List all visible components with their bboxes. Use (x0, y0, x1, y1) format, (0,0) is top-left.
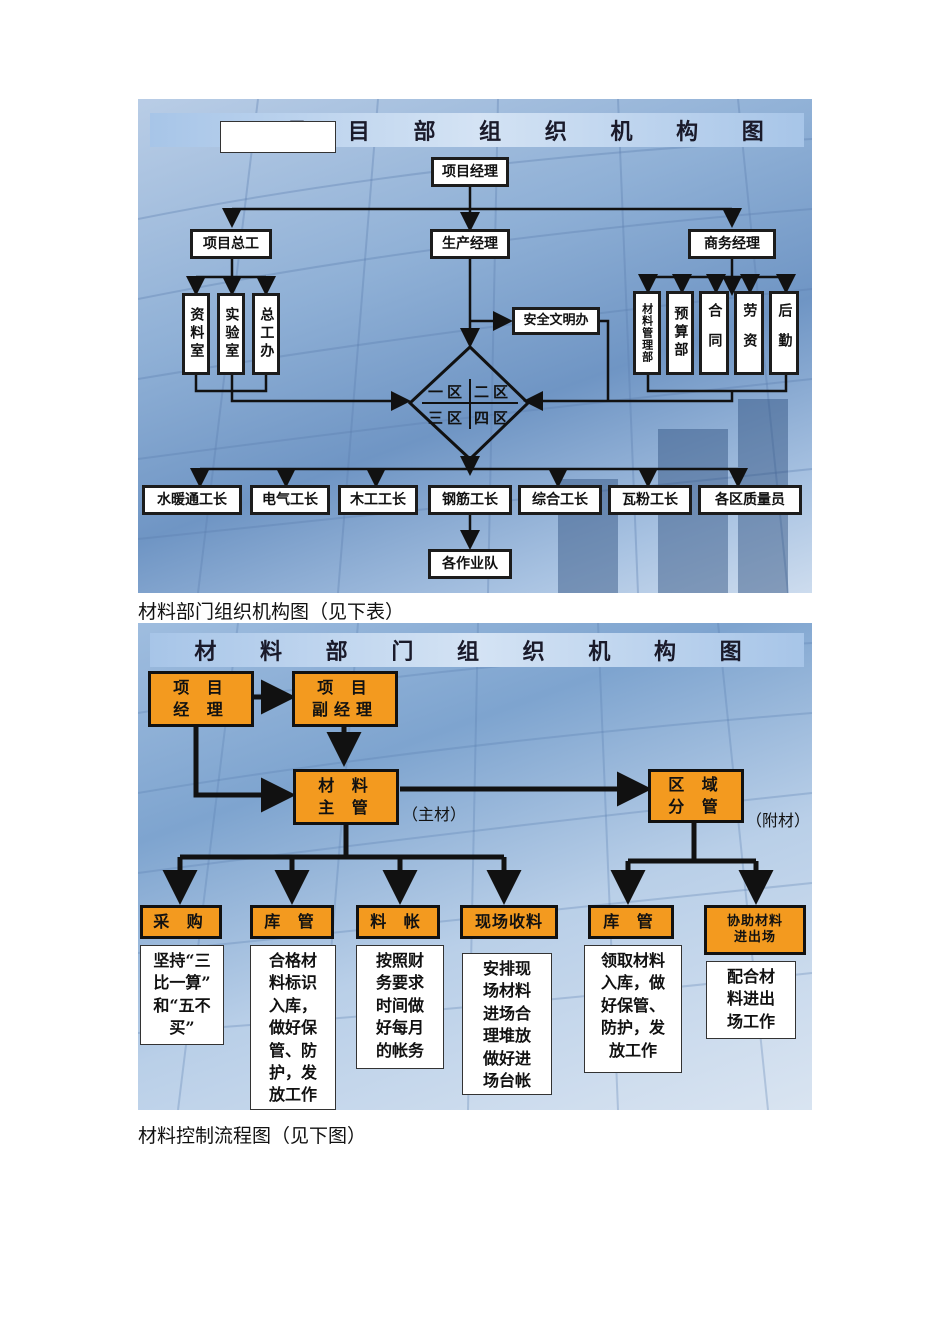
laboratory-box: 实验室 (217, 293, 245, 375)
site-receiving-box: 现场收料 (460, 905, 558, 939)
deputy-manager-box: 项 目 副经理 (292, 671, 398, 727)
caption-materials-flow: 材料控制流程图（见下图） (138, 1121, 366, 1148)
warehouse-box-2: 库 管 (588, 905, 674, 939)
plumbing-foreman-box: 水暖通工长 (142, 485, 242, 515)
caption-materials-org: 材料部门组织机构图（见下表） (138, 597, 404, 624)
logistics-box: 后勤 (769, 291, 799, 375)
masonry-foreman-box: 瓦粉工长 (608, 485, 692, 515)
general-foreman-box: 综合工长 (518, 485, 602, 515)
materials-dept-org-chart: 材 料 部 门 组 织 机 构 图 项 目 经 理 项 目 副经理 材 料 (138, 623, 812, 1110)
project-manager-box: 项目经理 (431, 157, 509, 187)
assist-inout-box: 协助材料 进出场 (704, 905, 806, 955)
auxiliary-materials-note: （附材） (746, 807, 810, 831)
site-receiving-duty: 安排现 场材料 进场合 理堆放 做好进 场台帐 (462, 953, 552, 1095)
chief-office-box: 总工办 (252, 293, 280, 375)
project-manager-box: 项 目 经 理 (148, 671, 254, 727)
materials-dept-box: 材料管理部 (633, 291, 661, 375)
business-manager-box: 商务经理 (688, 229, 776, 259)
assist-inout-duty: 配合材 料进出 场工作 (706, 961, 796, 1039)
purchasing-box: 采 购 (140, 905, 222, 939)
labor-box: 劳资 (734, 291, 764, 375)
archive-room-box: 资料室 (182, 293, 210, 375)
warehouse-box-1: 库 管 (250, 905, 334, 939)
rebar-foreman-box: 钢筋工长 (428, 485, 512, 515)
work-teams-box: 各作业队 (428, 549, 512, 579)
zone-3: 三区 (428, 407, 466, 428)
production-manager-box: 生产经理 (430, 229, 510, 259)
chief-engineer-box: 项目总工 (190, 229, 272, 259)
project-org-chart: 项 目 部 组 织 机 构 图 (138, 99, 812, 593)
materials-supervisor-box: 材 料 主 管 (293, 769, 399, 825)
contract-box: 合同 (699, 291, 729, 375)
electrical-foreman-box: 电气工长 (250, 485, 330, 515)
quality-inspector-box: 各区质量员 (698, 485, 802, 515)
warehouse-duty-2: 领取材料 入库，做 好保管、 防护，发 放工作 (584, 945, 682, 1073)
safety-office-box: 安全文明办 (512, 307, 600, 335)
zone-4: 四区 (474, 407, 512, 428)
warehouse-duty-1: 合格材 料标识 入库， 做好保 管、防 护，发 放工作 (250, 945, 336, 1110)
carpentry-foreman-box: 木工工长 (338, 485, 418, 515)
zone-2: 二区 (474, 381, 512, 402)
ledger-box: 料 帐 (356, 905, 440, 939)
ledger-duty: 按照财 务要求 时间做 好每月 的帐务 (356, 945, 444, 1069)
budget-dept-box: 预算部 (666, 291, 694, 375)
zone-1: 一区 (428, 381, 466, 402)
main-materials-note: （主材） (402, 801, 466, 825)
purchasing-duty: 坚持“三 比一算” 和“五不 买” (140, 945, 224, 1045)
area-supervisor-box: 区 域 分 管 (648, 769, 744, 823)
